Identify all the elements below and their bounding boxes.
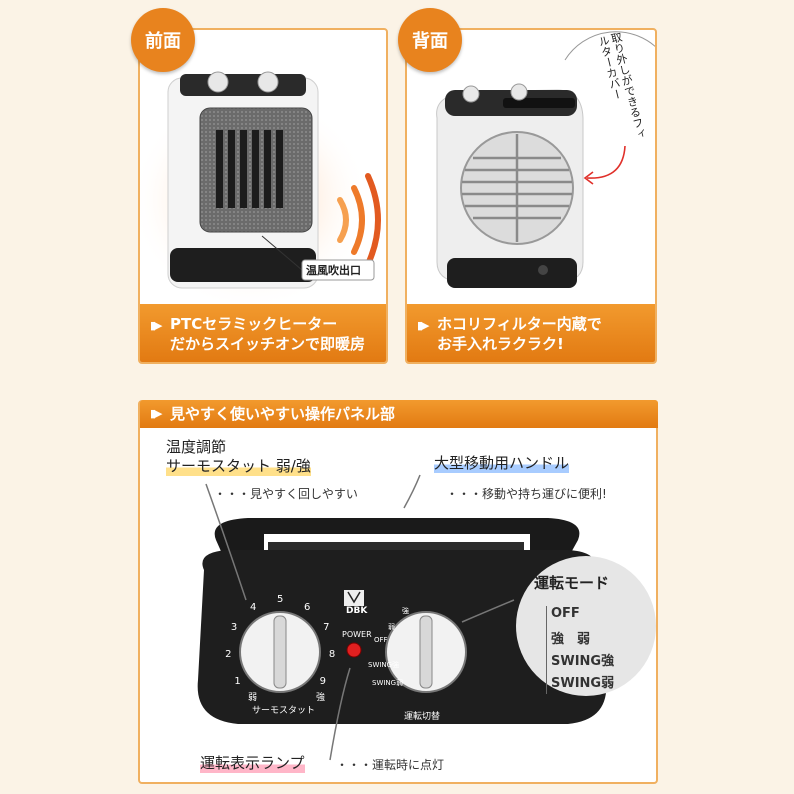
front-desc-line1: PTCセラミックヒーター — [170, 315, 338, 333]
brand-label: DBK — [346, 606, 368, 616]
dial-number: 9 — [319, 675, 326, 687]
mode-title: 運転モード — [534, 574, 610, 592]
back-desc-line1: ホコリフィルター内蔵で — [437, 315, 602, 333]
dial-number: 5 — [277, 594, 284, 605]
front-description-bar: ▮▶ PTCセラミックヒーター だからスイッチオンで即暖房 — [140, 304, 386, 362]
dial-number: 4 — [250, 601, 257, 613]
arrow-marker-icon: ▮▶ — [150, 319, 162, 332]
dial-number: 3 — [230, 621, 238, 633]
back-heater-image — [436, 31, 655, 288]
mode-item: 強 弱 — [551, 632, 591, 647]
mode-list: OFF 強 弱 SWING強 SWING弱 — [546, 606, 614, 694]
dial-left-label: サーモスタット — [252, 706, 316, 716]
handle-note: ・・・移動や持ち運びに便利! — [446, 487, 607, 501]
dial-number: 8 — [328, 649, 336, 661]
mode-item: SWING強 — [551, 654, 615, 669]
lamp-title: 運転表示ランプ — [200, 752, 305, 773]
front-desc-line2: だからスイッチオンで即暖房 — [170, 335, 366, 353]
thermo-title-line2: サーモスタット 弱/強 — [166, 455, 311, 476]
right-dial-mark: SWING弱 — [372, 679, 404, 687]
power-label: POWER — [342, 630, 372, 639]
front-badge: 前面 — [131, 8, 195, 72]
right-dial-mark: SWING強 — [368, 661, 400, 669]
right-dial-mark: 強 — [402, 607, 409, 615]
back-badge: 背面 — [398, 8, 462, 72]
arrow-marker-icon: ▮▶ — [150, 407, 162, 420]
dial-number: 7 — [323, 621, 330, 633]
dial-right-label: 運転切替 — [404, 712, 441, 722]
handle-title: 大型移動用ハンドル — [434, 452, 570, 473]
control-panel-title-bar: ▮▶ 見やすく使いやすい操作パネル部 — [140, 400, 658, 428]
mode-callout-circle — [516, 556, 656, 696]
dial-strong-label: 強 — [316, 693, 326, 703]
mode-item: SWING弱 — [551, 676, 615, 691]
front-heater-image — [140, 71, 381, 310]
back-panel: 取り外しができるフィルターカバー ▮▶ ホコリフィルター内蔵で お手入れラクラク… — [405, 28, 657, 364]
lamp-note: ・・・運転時に点灯 — [336, 758, 445, 772]
thermo-title-line1: 温度調節 — [166, 438, 227, 456]
back-description-bar: ▮▶ ホコリフィルター内蔵で お手入れラクラク! — [407, 304, 655, 362]
front-panel: 温風吹出口 ▮▶ PTCセラミックヒーター だからスイッチオンで即暖房 — [138, 28, 388, 364]
dial-weak-label: 弱 — [248, 693, 258, 703]
mode-item: OFF — [551, 606, 580, 621]
dial-number: 6 — [303, 601, 311, 613]
front-callout-label: 温風吹出口 — [306, 264, 361, 277]
arrow-marker-icon: ▮▶ — [417, 319, 429, 332]
right-dial-mark: OFF — [374, 636, 388, 644]
back-desc-line2: お手入れラクラク! — [437, 335, 564, 353]
dial-number: 1 — [234, 675, 241, 687]
right-dial-mark: 弱 — [388, 623, 395, 631]
dial-number: 2 — [225, 649, 232, 661]
control-panel-title: 見やすく使いやすい操作パネル部 — [170, 405, 396, 423]
control-panel-image — [197, 518, 607, 724]
thermo-note: ・・・見やすく回しやすい — [214, 487, 358, 501]
